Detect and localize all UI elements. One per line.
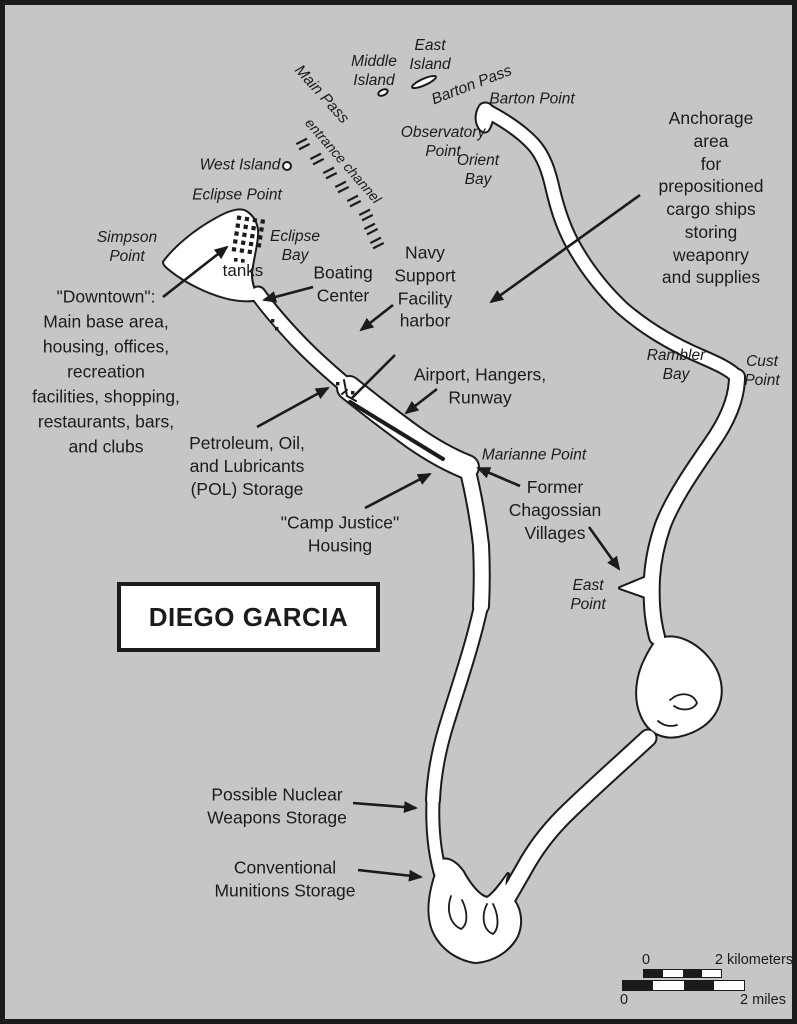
arrow-airport — [404, 387, 438, 415]
scale-km-zero: 0 — [641, 952, 651, 968]
label-rambler-bay: Rambler Bay — [646, 347, 706, 383]
label-east-island: East Island — [409, 37, 451, 73]
label-tanks: tanks — [222, 260, 264, 280]
arrow-navy-harbor — [359, 303, 394, 332]
arrow-munitions-storage — [357, 868, 423, 882]
label-west-island: West Island — [199, 156, 281, 174]
label-airport-runway: Airport, Hangers, Runway — [413, 364, 547, 407]
label-boating-center: Boating Center — [313, 262, 373, 305]
scale-km-label: 2 kilometers — [714, 952, 794, 968]
arrow-boating-center — [262, 285, 314, 303]
arrow-nuclear-storage — [352, 801, 418, 814]
arrow-pol-storage — [256, 386, 330, 429]
label-eclipse-bay: Eclipse Bay — [270, 228, 320, 264]
scale-mi-label: 2 miles — [740, 992, 786, 1008]
label-eclipse-point: Eclipse Point — [192, 186, 282, 204]
label-middle-island: Middle Island — [351, 53, 397, 89]
leader-airport — [351, 354, 396, 399]
label-cust-point: Cust Point — [744, 353, 780, 389]
label-pol-storage: Petroleum, Oil, and Lubricants (POL) Sto… — [189, 432, 305, 499]
label-anchorage-area: Anchorage area for prepositioned cargo s… — [658, 108, 764, 288]
label-orient-bay: Orient Bay — [456, 152, 500, 188]
label-camp-justice: "Camp Justice" Housing — [280, 512, 400, 555]
scale-bar-miles — [622, 980, 745, 991]
label-barton-point: Barton Point — [489, 90, 575, 108]
label-navy-support-facility: Navy Support Facility harbor — [394, 242, 456, 331]
arrow-camp-justice — [364, 472, 432, 510]
label-simpson-point: Simpson Point — [96, 229, 158, 265]
label-observatory-point: Observatory Point — [400, 124, 486, 160]
scale-bar-kilometers — [643, 969, 722, 978]
label-marianne-point: Marianne Point — [481, 446, 587, 464]
label-downtown: "Downtown": Main base area, housing, off… — [32, 286, 180, 457]
east-bulge-detail — [669, 693, 698, 711]
coastline-details — [341, 379, 698, 936]
label-munitions-storage: Conventional Munitions Storage — [214, 857, 356, 900]
label-former-villages: Former Chagossian Villages — [508, 476, 602, 543]
harbor-pier — [343, 379, 357, 402]
runway-line — [348, 400, 445, 461]
label-nuclear-storage: Possible Nuclear Weapons Storage — [207, 784, 347, 827]
south-lagoon-detail — [448, 895, 468, 931]
entrance-channel-dashes — [295, 137, 385, 250]
tank-farm-dots — [231, 215, 355, 395]
east-island-shape — [411, 74, 437, 90]
west-island-shape — [282, 161, 292, 171]
middle-island-shape — [377, 88, 389, 97]
map-title-box: DIEGO GARCIA — [117, 582, 380, 652]
map-title: DIEGO GARCIA — [148, 601, 349, 632]
arrow-anchorage — [489, 193, 641, 304]
arrow-downtown — [162, 245, 229, 299]
arrow-villages-south — [587, 526, 621, 571]
label-east-point: East Point — [570, 577, 606, 613]
scale-mi-zero: 0 — [619, 992, 629, 1008]
arrow-villages-north — [476, 466, 521, 488]
